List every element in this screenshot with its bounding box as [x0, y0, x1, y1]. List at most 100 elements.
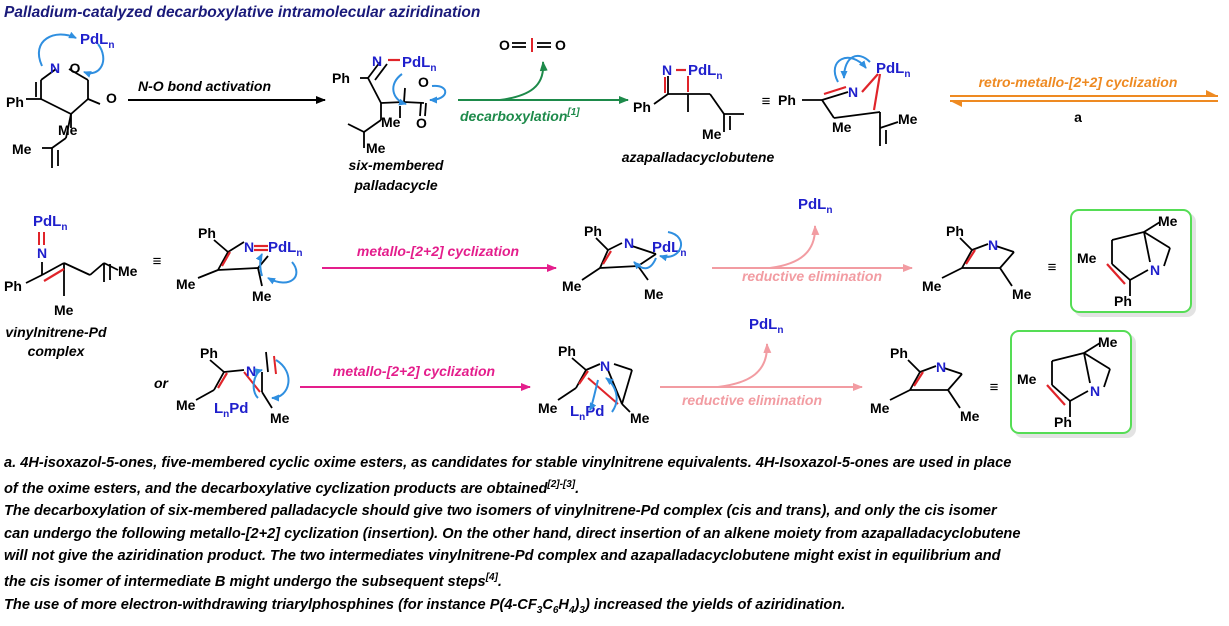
- arrow-label: metallo-[2+2] cyclization: [357, 243, 519, 259]
- atom-o: O: [70, 60, 81, 76]
- footnote-a: a. 4H-isoxazol-5-ones, five-membered cyc…: [4, 455, 1012, 471]
- svg-text:PdLn: PdLn: [688, 62, 722, 82]
- curved-arrow-icon: [589, 379, 599, 411]
- group-me: Me: [1012, 286, 1032, 302]
- curved-arrow-icon: [499, 61, 548, 101]
- group-me: Me: [1017, 371, 1037, 387]
- group-me: Me: [960, 408, 980, 424]
- group-me: Me: [176, 276, 196, 292]
- arrow-label: reductive elimination: [742, 268, 882, 284]
- alt-cis-complex-structure: [195, 351, 273, 409]
- pdln-label: PdLn: [402, 54, 436, 74]
- group-me: Me: [898, 111, 918, 127]
- svg-text:O: O: [499, 37, 510, 53]
- product-box: N Me Me Ph: [1070, 209, 1192, 313]
- group-me: Me: [870, 400, 890, 416]
- structure-label: palladacycle: [353, 177, 437, 193]
- footnote-b-cont: the cis isomer of intermediate B might u…: [4, 572, 502, 591]
- curved-arrow-icon: [429, 84, 447, 104]
- footnote-b-cont: will not give the aziridination product.…: [4, 548, 1001, 565]
- group-me: Me: [644, 286, 664, 302]
- svg-text:PdLn: PdLn: [80, 31, 114, 51]
- footnote-b: The decarboxylation of six-membered pall…: [4, 503, 997, 520]
- svg-text:PdLn: PdLn: [749, 316, 783, 336]
- group-ph: Ph: [332, 70, 350, 86]
- atom-n: N: [246, 363, 256, 379]
- atom-n: N: [600, 358, 610, 374]
- atom-n: N: [848, 84, 858, 100]
- atom-n: N: [988, 237, 998, 253]
- footnote-c: The use of more electron-withdrawing tri…: [4, 596, 846, 616]
- group-ph: Ph: [198, 225, 216, 241]
- equivalence-sign: ≡: [153, 253, 162, 270]
- curved-arrow-icon: [833, 56, 867, 83]
- vinylnitrene-complex-structure: [802, 91, 899, 146]
- vinylnitrene-structure: [25, 262, 119, 296]
- group-me: Me: [1158, 213, 1178, 229]
- atom-n: N: [372, 53, 382, 69]
- curved-arrow-icon: [659, 231, 682, 262]
- curved-arrow-icon: [252, 368, 263, 399]
- group-me: Me: [381, 114, 401, 130]
- curved-arrow-icon: [840, 54, 871, 79]
- group-ph: Ph: [200, 345, 218, 361]
- group-ph: Ph: [558, 343, 576, 359]
- group-ph: Ph: [1054, 414, 1072, 430]
- atom-n: N: [244, 239, 254, 255]
- group-me: Me: [1077, 250, 1097, 266]
- atom-n: N: [936, 359, 946, 375]
- svg-text:LnPd: LnPd: [570, 403, 604, 423]
- curved-arrow-icon: [83, 43, 105, 78]
- pdln-label: PdLn: [688, 62, 722, 82]
- structure-label: azapalladacyclobutene: [622, 149, 775, 165]
- arrow-label: N-O bond activation: [138, 78, 271, 94]
- group-me: Me: [366, 140, 386, 156]
- pdln-label: PdLn: [33, 213, 67, 233]
- lnpd-label: LnPd: [214, 400, 248, 420]
- atom-n: N: [1150, 262, 1160, 278]
- footnote-a-cont: of the oxime esters, and the decarboxyla…: [4, 479, 580, 498]
- aziridine-structure: [889, 359, 963, 409]
- group-me: Me: [118, 263, 138, 279]
- curved-arrow-icon: [267, 261, 298, 285]
- structure-label: vinylnitrene-Pd: [5, 324, 107, 340]
- pdln-label: PdLn: [798, 196, 832, 216]
- arrow-label: decarboxylation[1]: [460, 107, 580, 124]
- svg-text:PdLn: PdLn: [876, 60, 910, 80]
- curved-arrow-icon: [271, 359, 290, 402]
- atom-n: N: [624, 235, 634, 251]
- or-label: or: [154, 375, 170, 391]
- group-me: Me: [252, 288, 272, 304]
- group-ph: Ph: [4, 278, 22, 294]
- equivalence-sign: ≡: [990, 379, 999, 396]
- svg-text:PdLn: PdLn: [798, 196, 832, 216]
- curved-arrow-icon: [255, 253, 263, 277]
- structure-label: complex: [28, 343, 86, 359]
- aziridine-structure: [941, 237, 1015, 287]
- atom-n: N: [662, 62, 672, 78]
- equilibrium-arrows: [950, 90, 1218, 107]
- group-ph: Ph: [890, 345, 908, 361]
- pdln-label: PdLn: [749, 316, 783, 336]
- group-me: Me: [12, 141, 32, 157]
- arrow-label: metallo-[2+2] cyclization: [333, 363, 495, 379]
- atom-n: N: [37, 245, 47, 261]
- co2-molecule: O O: [499, 37, 566, 53]
- equivalence-sign: ≡: [762, 93, 771, 110]
- group-ph: Ph: [946, 223, 964, 239]
- group-ph: Ph: [584, 223, 602, 239]
- svg-text:PdLn: PdLn: [402, 54, 436, 74]
- svg-text:O: O: [555, 37, 566, 53]
- group-me: Me: [270, 410, 290, 426]
- group-ph: Ph: [633, 99, 651, 115]
- group-ph: Ph: [1114, 293, 1132, 309]
- svg-text:PdLn: PdLn: [33, 213, 67, 233]
- pdln-label: PdLn: [652, 239, 686, 259]
- atom-n: N: [50, 60, 60, 76]
- group-me: Me: [54, 302, 74, 318]
- atom-o: O: [106, 90, 117, 106]
- curved-arrow-icon: [717, 343, 772, 388]
- isoxazolone-structure: [26, 68, 101, 168]
- structure-label: six-membered: [349, 157, 444, 173]
- curved-arrow-icon: [392, 73, 407, 106]
